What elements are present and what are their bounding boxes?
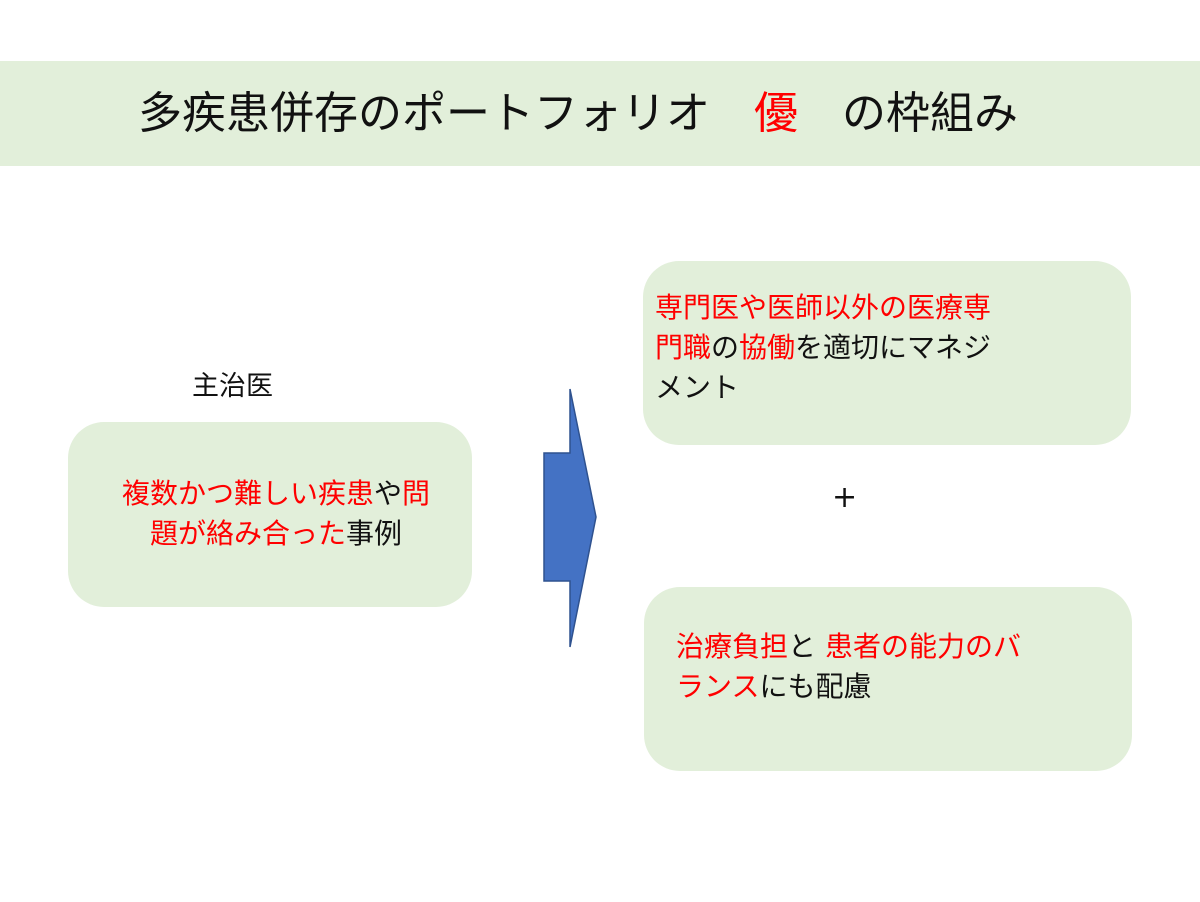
- balance-line1-red2: 患者の能力のバ: [824, 630, 1021, 663]
- collab-line2-red2: 協働: [739, 331, 796, 364]
- collab-line3-black: メント: [655, 371, 740, 404]
- slide-title: 多疾患併存のポートフォリオ優の枠組み: [138, 82, 1018, 146]
- case-line1-red: 複数かつ難しい疾患: [121, 477, 374, 510]
- balance-box: 治療負担と 患者の能力のバ ランスにも配慮: [644, 587, 1132, 771]
- title-highlight: 優: [754, 88, 798, 139]
- balance-line1-red: 治療負担: [676, 630, 789, 663]
- right-arrow-icon: [543, 388, 597, 648]
- case-line1-black: や: [373, 477, 402, 510]
- title-band: [0, 61, 1200, 166]
- arrow-shape: [543, 388, 597, 648]
- balance-line1-black: と: [788, 630, 817, 663]
- collaboration-box-text: 専門医や医師以外の医療専 門職の協働を適切にマネジ メント: [655, 288, 1115, 408]
- title-part2: の枠組み: [842, 88, 1018, 139]
- collab-line2-black2: を適切にマネジ: [795, 331, 992, 364]
- balance-line2-red: ランス: [676, 670, 760, 703]
- case-line2-black: 事例: [346, 517, 403, 550]
- primary-doctor-label: 主治医: [192, 371, 273, 402]
- case-line2-red: 題が絡み合った: [149, 517, 346, 550]
- balance-line2-black: にも配慮: [759, 670, 872, 703]
- collab-line1-red: 専門医や医師以外の医療専: [655, 291, 992, 324]
- title-part1: 多疾患併存のポートフォリオ: [138, 88, 710, 139]
- collaboration-box: 専門医や医師以外の医療専 門職の協働を適切にマネジ メント: [643, 261, 1131, 445]
- case-box: 複数かつ難しい疾患や問 題が絡み合った事例: [68, 422, 472, 607]
- plus-sign: +: [832, 480, 858, 515]
- case-line1-red2: 問: [402, 477, 431, 510]
- case-box-text: 複数かつ難しい疾患や問 題が絡み合った事例: [86, 474, 466, 554]
- collab-line2-black: の: [711, 331, 740, 364]
- balance-box-text: 治療負担と 患者の能力のバ ランスにも配慮: [676, 627, 1116, 707]
- collab-line2-red: 門職: [655, 331, 712, 364]
